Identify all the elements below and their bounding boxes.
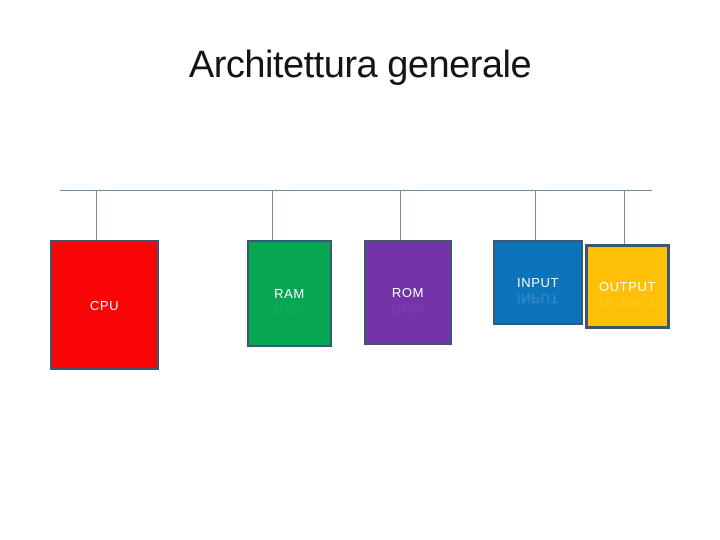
rom-label-stack: ROM ROM — [391, 285, 425, 316]
output-box: OUTPUT OUTPUT — [585, 244, 670, 329]
input-label-stack: INPUT INPUT — [517, 275, 559, 306]
input-connector-line — [535, 190, 536, 240]
ram-label-reflection: RAM — [274, 302, 305, 317]
input-label: INPUT — [517, 275, 559, 290]
rom-box: ROM ROM — [364, 240, 452, 345]
rom-connector-line — [400, 190, 401, 240]
output-label: OUTPUT — [598, 279, 657, 294]
cpu-connector-line — [96, 190, 97, 240]
cpu-box: CPU CPU — [50, 240, 159, 370]
output-connector-line — [624, 190, 625, 244]
ram-connector-line — [272, 190, 273, 240]
output-label-reflection: OUTPUT — [598, 295, 657, 310]
ram-label-stack: RAM RAM — [274, 286, 305, 317]
input-box: INPUT INPUT — [493, 240, 583, 325]
slide-title: Architettura generale — [188, 44, 532, 86]
ram-box: RAM RAM — [247, 240, 332, 347]
ram-label: RAM — [274, 286, 305, 301]
rom-label-reflection: ROM — [391, 301, 425, 316]
cpu-label-stack: CPU CPU — [90, 298, 119, 313]
output-label-stack: OUTPUT OUTPUT — [598, 279, 657, 310]
rom-label: ROM — [391, 285, 425, 300]
bus-line — [60, 190, 652, 191]
input-label-reflection: INPUT — [517, 291, 559, 306]
cpu-label: CPU — [89, 297, 120, 313]
